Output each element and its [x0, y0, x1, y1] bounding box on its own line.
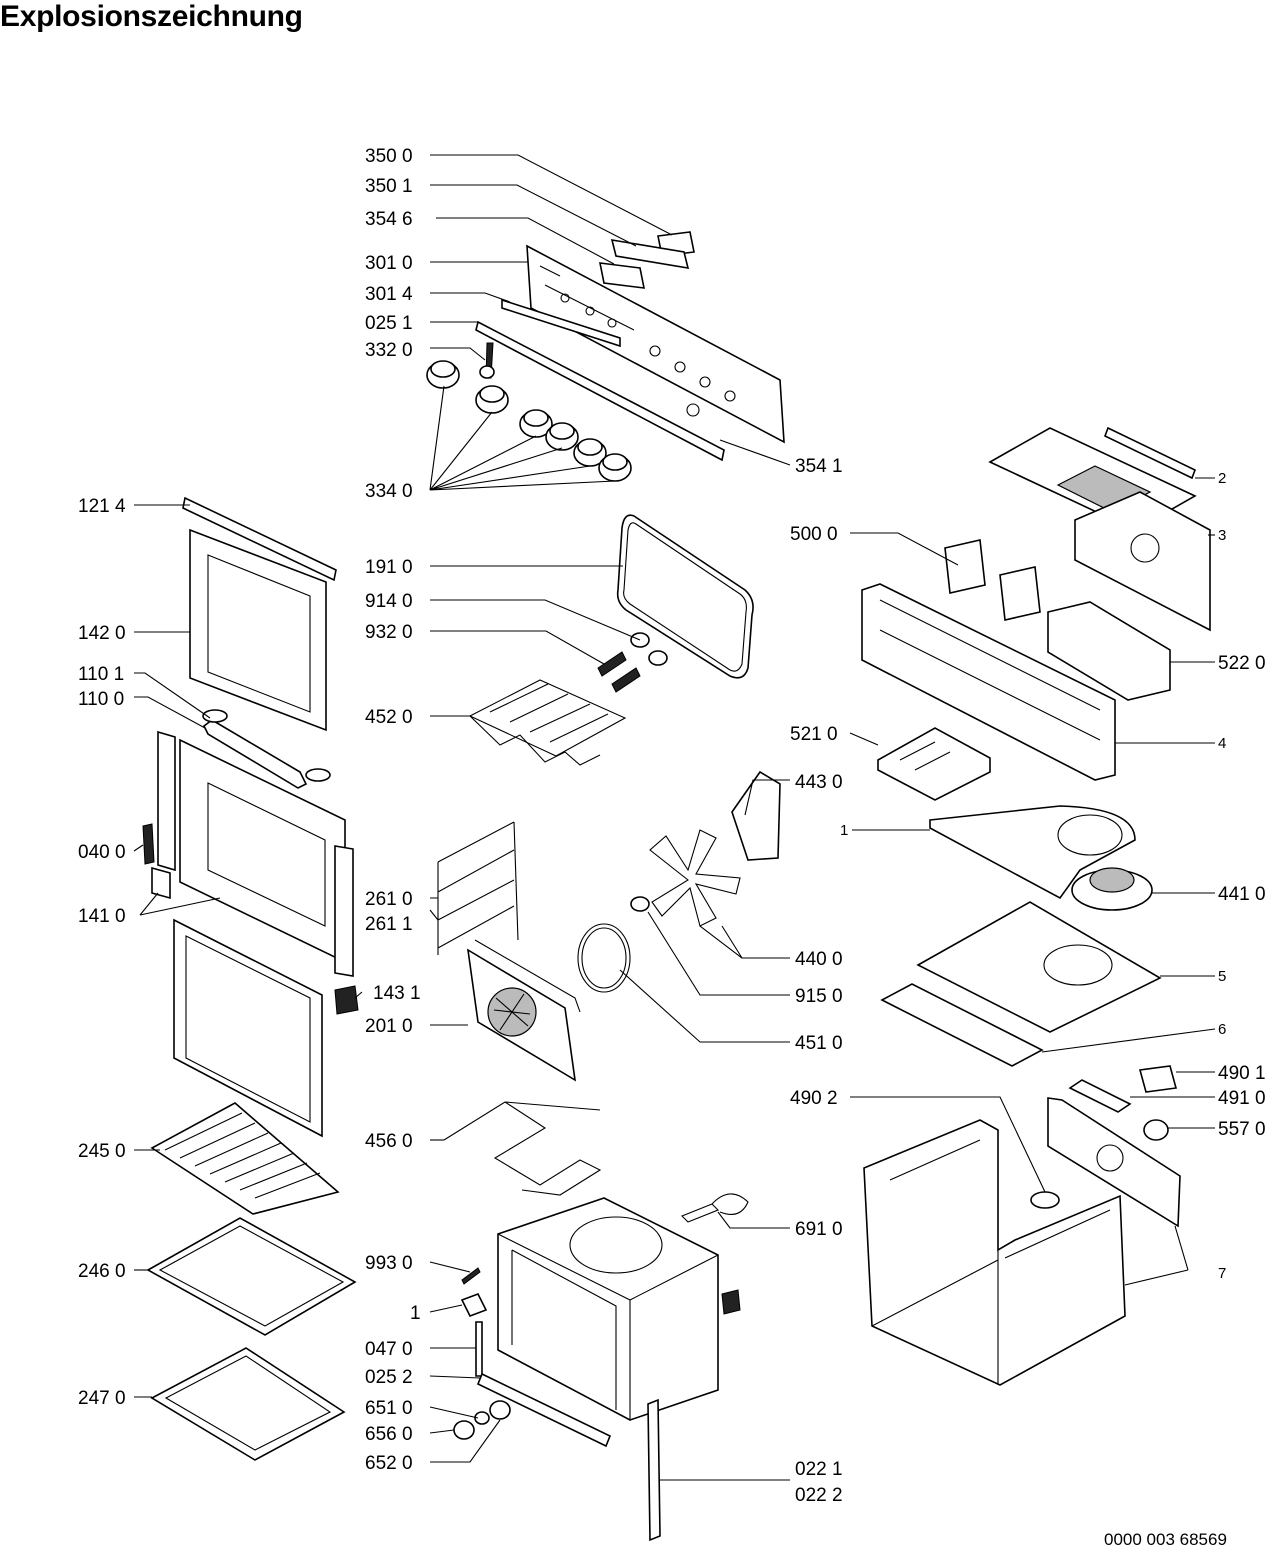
label-521-0: 521 0 [790, 724, 838, 745]
label-451-0: 451 0 [795, 1033, 843, 1054]
label-110-0: 110 0 [78, 689, 124, 710]
part-ring-element [577, 923, 631, 993]
part-bottom-strip [880, 983, 1044, 1067]
label-914-0: 914 0 [365, 591, 413, 612]
part-fan-blade [649, 829, 741, 927]
label-022-2: 022 2 [795, 1485, 843, 1506]
part-fan-duct [929, 805, 1136, 900]
label-2: 2 [1218, 470, 1226, 487]
label-1-right: 1 [840, 822, 848, 839]
knobs-334 [426, 360, 632, 482]
label-7: 7 [1218, 1265, 1226, 1282]
label-261-0: 261 0 [365, 889, 413, 910]
label-025-1: 025 1 [365, 313, 413, 334]
part-door-clip [151, 866, 171, 900]
part-hinge [142, 823, 155, 865]
label-557-0: 557 0 [1218, 1119, 1266, 1140]
label-040-0: 040 0 [78, 842, 126, 863]
label-121-4: 121 4 [78, 496, 126, 517]
part-outer-housing [863, 1119, 1126, 1386]
label-350-1: 350 1 [365, 176, 413, 197]
label-691-0: 691 0 [795, 1219, 843, 1240]
label-025-2: 025 2 [365, 1367, 413, 1388]
part-143-1 [334, 985, 359, 1015]
part-691-sensor [681, 1193, 749, 1223]
label-656-0: 656 0 [365, 1424, 413, 1445]
page-title: Explosionszeichnung [0, 0, 303, 33]
part-front-frame [861, 583, 1116, 781]
part-side-rail-right [334, 845, 354, 977]
part-side-rail-022 [647, 1398, 661, 1542]
label-456-0: 456 0 [365, 1131, 413, 1152]
part-panel-rail [475, 320, 725, 462]
label-332-0: 332 0 [365, 340, 413, 361]
label-490-1: 490 1 [1218, 1063, 1266, 1084]
housing-group: 2 3 500 0 522 0 521 0 4 1 441 0 5 6 490 … [790, 426, 1266, 1386]
label-440-0: 440 0 [795, 949, 843, 970]
label-993-0: 993 0 [365, 1253, 413, 1274]
label-651-0: 651 0 [365, 1398, 413, 1419]
label-334-0: 334 0 [365, 481, 413, 502]
label-047-0: 047 0 [365, 1339, 413, 1360]
label-301-4: 301 4 [365, 284, 413, 305]
label-5: 5 [1218, 968, 1226, 985]
label-4: 4 [1218, 735, 1226, 752]
part-grill-element [468, 679, 627, 757]
part-panel-strip [501, 298, 621, 348]
label-350-0: 350 0 [365, 146, 413, 167]
control-panel-group: 350 0 350 1 354 6 301 0 301 4 025 1 332 … [365, 146, 843, 502]
label-1-left: 1 [410, 1303, 421, 1324]
part-relay-module [944, 539, 986, 594]
label-652-0: 652 0 [365, 1453, 413, 1474]
part-deep-tray [150, 1347, 346, 1461]
label-110-1: 110 1 [78, 664, 124, 685]
label-490-2: 490 2 [790, 1088, 838, 1109]
label-443-0: 443 0 [795, 772, 843, 793]
label-354-1: 354 1 [795, 456, 843, 477]
part-outer-glass [189, 528, 327, 732]
part-baking-tray [146, 1217, 357, 1336]
label-301-0: 301 0 [365, 253, 413, 274]
label-522-0: 522 0 [1218, 653, 1266, 674]
center-group: 191 0 914 0 932 0 452 0 261 0 261 1 201 … [365, 514, 754, 1196]
label-191-0: 191 0 [365, 557, 413, 578]
label-491-0: 491 0 [1218, 1088, 1266, 1109]
label-201-0: 201 0 [365, 1016, 413, 1037]
part-door-seal [616, 514, 754, 679]
label-500-0: 500 0 [790, 524, 838, 545]
label-261-1: 261 1 [365, 914, 413, 935]
door-group: 121 4 142 0 110 1 110 0 040 0 141 0 143 … [78, 496, 421, 1461]
label-247-0: 247 0 [78, 1388, 126, 1409]
label-022-1: 022 1 [795, 1459, 843, 1480]
part-side-rail-left [157, 730, 176, 872]
part-door-seal-frame [173, 918, 323, 1138]
part-base-plate [916, 901, 1162, 1033]
part-switch-bracket [610, 239, 690, 269]
part-control-board [877, 727, 991, 801]
label-354-6: 354 6 [365, 209, 413, 230]
label-245-0: 245 0 [78, 1141, 126, 1162]
part-back-panel [1047, 1097, 1181, 1228]
label-142-0: 142 0 [78, 623, 126, 644]
label-6: 6 [1218, 1021, 1226, 1038]
part-oven-cavity [497, 1197, 719, 1421]
part-fan-motor [731, 770, 781, 861]
part-bottom-element [443, 1101, 602, 1196]
part-side-rails [437, 821, 519, 955]
label-441-0: 441 0 [1218, 884, 1266, 905]
label-452-0: 452 0 [365, 707, 413, 728]
cavity-group: 443 0 440 0 915 0 451 0 691 0 993 0 1 04… [365, 770, 843, 1542]
label-915-0: 915 0 [795, 986, 843, 1007]
label-932-0: 932 0 [365, 622, 413, 643]
label-143-1: 143 1 [373, 983, 421, 1004]
part-522-module [1047, 601, 1171, 701]
label-141-0: 141 0 [78, 906, 126, 927]
label-246-0: 246 0 [78, 1261, 126, 1282]
part-rear-plate [1074, 491, 1211, 632]
label-3: 3 [1218, 527, 1226, 544]
part-display [598, 262, 646, 289]
part-control-panel [526, 244, 785, 444]
document-number: 0000 003 68569 [1104, 1530, 1227, 1549]
